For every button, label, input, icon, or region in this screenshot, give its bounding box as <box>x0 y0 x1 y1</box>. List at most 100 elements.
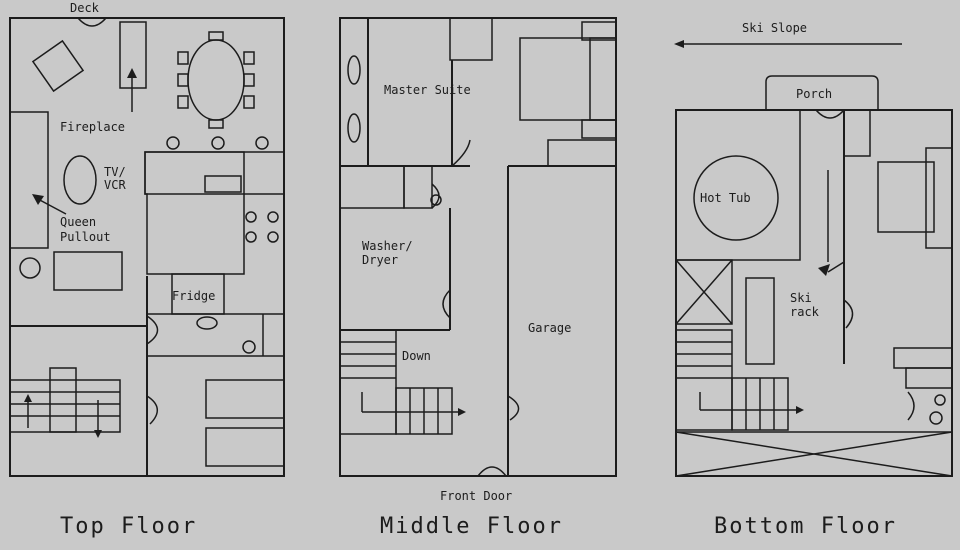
staircase <box>675 329 733 431</box>
ski-rack-pointer <box>827 261 845 273</box>
fireplace-label: Fireplace <box>60 120 125 134</box>
ottoman <box>53 251 123 291</box>
bar-stool <box>211 136 225 150</box>
stair-arrow-down-head <box>94 430 102 438</box>
utility-closet <box>403 165 433 209</box>
deck-label: Deck <box>70 1 100 15</box>
bottom-floor-plan: Ski Slope <box>674 21 953 477</box>
ski-rack <box>745 277 775 365</box>
bed <box>877 161 935 233</box>
dresser <box>547 139 617 167</box>
dresser <box>449 17 493 61</box>
storage <box>675 259 733 325</box>
hot-tub-label: Hot Tub <box>700 191 751 205</box>
dining-chair <box>177 51 189 65</box>
master-suite-label: Master Suite <box>384 83 471 97</box>
suite-door <box>451 139 471 167</box>
bottom-floor-title: Bottom Floor <box>714 514 897 539</box>
tub <box>905 367 953 389</box>
queen-pullout-sofa <box>9 111 49 249</box>
ski-rack-arrow-head <box>818 264 830 276</box>
water-heater <box>430 194 442 206</box>
bed <box>205 379 285 419</box>
closet-light <box>347 55 361 85</box>
laundry-door <box>442 289 451 319</box>
dining-table <box>187 39 245 121</box>
bar-stool <box>166 136 180 150</box>
nightstand <box>581 21 617 41</box>
dining-chair <box>177 95 189 109</box>
storage-x <box>675 259 733 325</box>
porch <box>765 75 879 110</box>
fridge-label: Fridge <box>172 289 215 303</box>
porch-door <box>815 109 845 119</box>
stove-burner <box>245 231 257 243</box>
middle-floor-plan: Master Suite Washer/Dryer Down Garage Fr… <box>339 17 617 503</box>
dining-chair <box>177 73 189 87</box>
stove-burner <box>245 211 257 223</box>
bedroom-door <box>146 395 158 425</box>
tv-label: TV/VCR <box>104 165 126 192</box>
kitchen-counter <box>144 151 285 275</box>
headboard <box>589 37 617 121</box>
bathroom-wall <box>147 313 285 357</box>
ski-slope-label: Ski Slope <box>742 21 807 35</box>
pullout-arrow-head <box>32 194 44 205</box>
stove-burner <box>267 231 279 243</box>
stair-arrow-head <box>796 406 804 414</box>
headboard <box>925 147 953 249</box>
dining-chair <box>208 31 224 41</box>
deck-door <box>77 17 107 27</box>
down-label: Down <box>402 349 431 363</box>
dining-chair <box>243 95 255 109</box>
staircase <box>9 379 121 433</box>
coffee-table <box>63 155 97 205</box>
staircase <box>339 329 397 435</box>
closet-light <box>347 113 361 143</box>
stair-arrow-up-head <box>24 394 32 402</box>
armchair <box>31 39 85 93</box>
top-floor-title: Top Floor <box>60 514 197 539</box>
kitchen-island <box>144 151 245 195</box>
bath-door <box>146 315 159 345</box>
bottom-outer-wall <box>675 109 953 477</box>
pullout-arrow <box>35 197 67 215</box>
middle-floor-title: Middle Floor <box>380 514 563 539</box>
side-table <box>19 257 41 279</box>
garage-label: Garage <box>528 321 571 335</box>
stair-landing <box>49 367 77 433</box>
crawl-space <box>675 431 953 477</box>
fireplace-arrow-head <box>127 68 137 78</box>
kitchen-sink <box>204 175 242 193</box>
bar-stool <box>255 136 269 150</box>
bath-door <box>907 391 915 421</box>
porch-label: Porch <box>796 87 832 101</box>
sink <box>929 411 943 425</box>
front-door <box>477 466 507 477</box>
bedroom-door <box>843 299 854 329</box>
toilet <box>934 394 946 406</box>
ski-slope-arrow-head <box>674 40 684 48</box>
dining-chair <box>243 51 255 65</box>
crawl-space-x <box>675 431 953 477</box>
utility-closet <box>339 165 405 209</box>
dining-chair <box>208 119 224 129</box>
dining-chair <box>243 73 255 87</box>
washer-dryer-label: Washer/Dryer <box>362 239 413 267</box>
hot-tub-room <box>675 109 801 261</box>
nightstand <box>581 119 617 139</box>
garage-door <box>507 395 520 421</box>
master-bed <box>519 37 617 121</box>
toilet <box>196 316 218 330</box>
front-door-label: Front Door <box>440 489 512 503</box>
hot-tub <box>693 155 779 241</box>
fireplace <box>119 21 147 89</box>
bed <box>205 427 285 467</box>
sink <box>242 340 256 354</box>
closet <box>843 109 871 157</box>
